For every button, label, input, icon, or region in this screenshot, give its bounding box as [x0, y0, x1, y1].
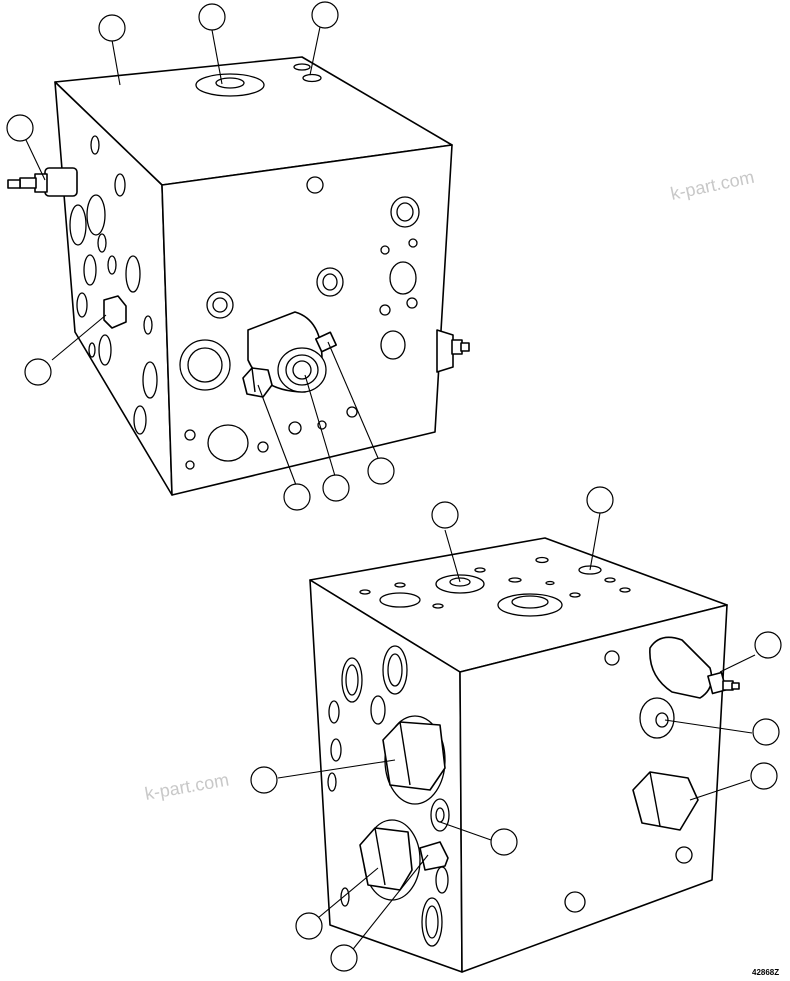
upper-front-hole: [406, 297, 418, 309]
lower-left-hole: [435, 807, 445, 823]
upper-callout-bubbles: [6, 1, 395, 511]
lower-left-port: [345, 664, 359, 696]
upper-front-hole: [185, 460, 195, 470]
callout-bubble: [490, 828, 518, 856]
upper-left-hole: [69, 204, 87, 246]
lower-top-hole: [394, 582, 406, 588]
drawing-code: 42868Z: [752, 968, 779, 977]
upper-front-port: [380, 330, 406, 360]
upper-left-fitting: [7, 167, 78, 197]
lower-left-hole: [435, 866, 449, 894]
upper-front-hole: [207, 424, 249, 462]
lower-right-cartridge: [649, 636, 740, 699]
lower-callout-bubbles: [250, 486, 782, 972]
upper-leader-lines: [25, 26, 379, 486]
lower-left-hole: [340, 887, 350, 907]
upper-left-hole: [107, 255, 117, 275]
upper-front-hole: [346, 406, 358, 418]
lower-top-hole: [474, 567, 486, 573]
upper-front-port: [322, 273, 338, 291]
upper-left-hole: [98, 334, 112, 366]
callout-bubble: [98, 14, 126, 42]
lower-left-port: [387, 653, 403, 687]
upper-front-hole: [184, 429, 196, 441]
lower-front-hole: [564, 891, 586, 913]
lower-top-port: [511, 595, 549, 609]
lower-right-hex-plug: [632, 771, 699, 831]
callout-bubble: [322, 474, 350, 502]
callout-bubble: [431, 501, 459, 529]
upper-right-fitting: [436, 329, 470, 373]
upper-front-hole: [380, 245, 390, 255]
upper-left-hole: [76, 292, 88, 318]
lower-top-hole: [359, 589, 371, 595]
lower-top-hole: [508, 577, 522, 583]
upper-left-hole: [142, 361, 158, 399]
callout-bubble: [6, 114, 34, 142]
lower-top-hole: [604, 577, 616, 583]
lower-front-hole: [604, 650, 620, 666]
lower-large-hex-plug: [382, 715, 446, 805]
upper-left-hole: [86, 194, 106, 236]
watermark-lower-left: k-part.com: [143, 769, 230, 803]
upper-left-hex-plug: [103, 295, 127, 329]
upper-left-hole: [90, 135, 100, 155]
upper-left-hole: [133, 405, 147, 435]
lower-valve-block: [309, 537, 740, 973]
upper-front-port: [212, 297, 228, 313]
callout-bubble: [752, 718, 780, 746]
upper-left-hole: [97, 233, 107, 253]
lower-leader-lines: [277, 512, 756, 954]
upper-left-hole: [83, 254, 97, 286]
callout-bubble: [330, 944, 358, 972]
upper-front-hole: [306, 176, 324, 194]
upper-front-hole: [389, 261, 417, 295]
upper-front-hole: [408, 238, 418, 248]
upper-top-small-port-a: [293, 63, 311, 71]
upper-front-large-port: [187, 347, 223, 383]
watermark-upper-right: k-part.com: [669, 167, 756, 204]
lower-top-hole: [432, 603, 444, 609]
callout-bubble: [283, 483, 311, 511]
upper-front-port: [396, 202, 414, 222]
upper-left-hole: [114, 173, 126, 197]
callout-bubble: [250, 766, 278, 794]
upper-top-small-port-b: [302, 73, 322, 83]
callout-bubble: [198, 3, 226, 31]
lower-left-hole: [330, 738, 342, 762]
callout-bubble: [750, 762, 778, 790]
upper-top-port-inner: [215, 77, 245, 89]
lower-block-front-face: [459, 604, 728, 973]
lower-left-hole: [370, 695, 386, 725]
callout-bubble: [754, 631, 782, 659]
lower-top-hole: [619, 587, 631, 593]
upper-front-hole: [379, 304, 391, 316]
callout-bubble: [24, 358, 52, 386]
lower-hex-plug-with-fitting: [359, 819, 449, 901]
upper-left-hole: [143, 315, 153, 335]
upper-valve-block: [7, 56, 470, 496]
upper-left-hole: [125, 255, 141, 293]
upper-left-hole: [88, 342, 96, 358]
lower-top-hole: [535, 556, 549, 564]
lower-top-hole: [379, 592, 421, 608]
upper-hex-plug: [242, 367, 273, 398]
lower-front-hole: [675, 846, 693, 864]
upper-front-hole: [288, 421, 302, 435]
lower-top-hole: [545, 580, 555, 586]
lower-left-port: [425, 905, 439, 939]
upper-front-hole: [257, 441, 269, 453]
callout-bubble: [295, 912, 323, 940]
callout-bubble: [586, 486, 614, 514]
callout-bubble: [311, 1, 339, 29]
lower-left-hole: [328, 700, 340, 724]
lower-top-hole: [569, 592, 581, 598]
lower-left-hole: [327, 772, 337, 792]
callout-bubble: [367, 457, 395, 485]
